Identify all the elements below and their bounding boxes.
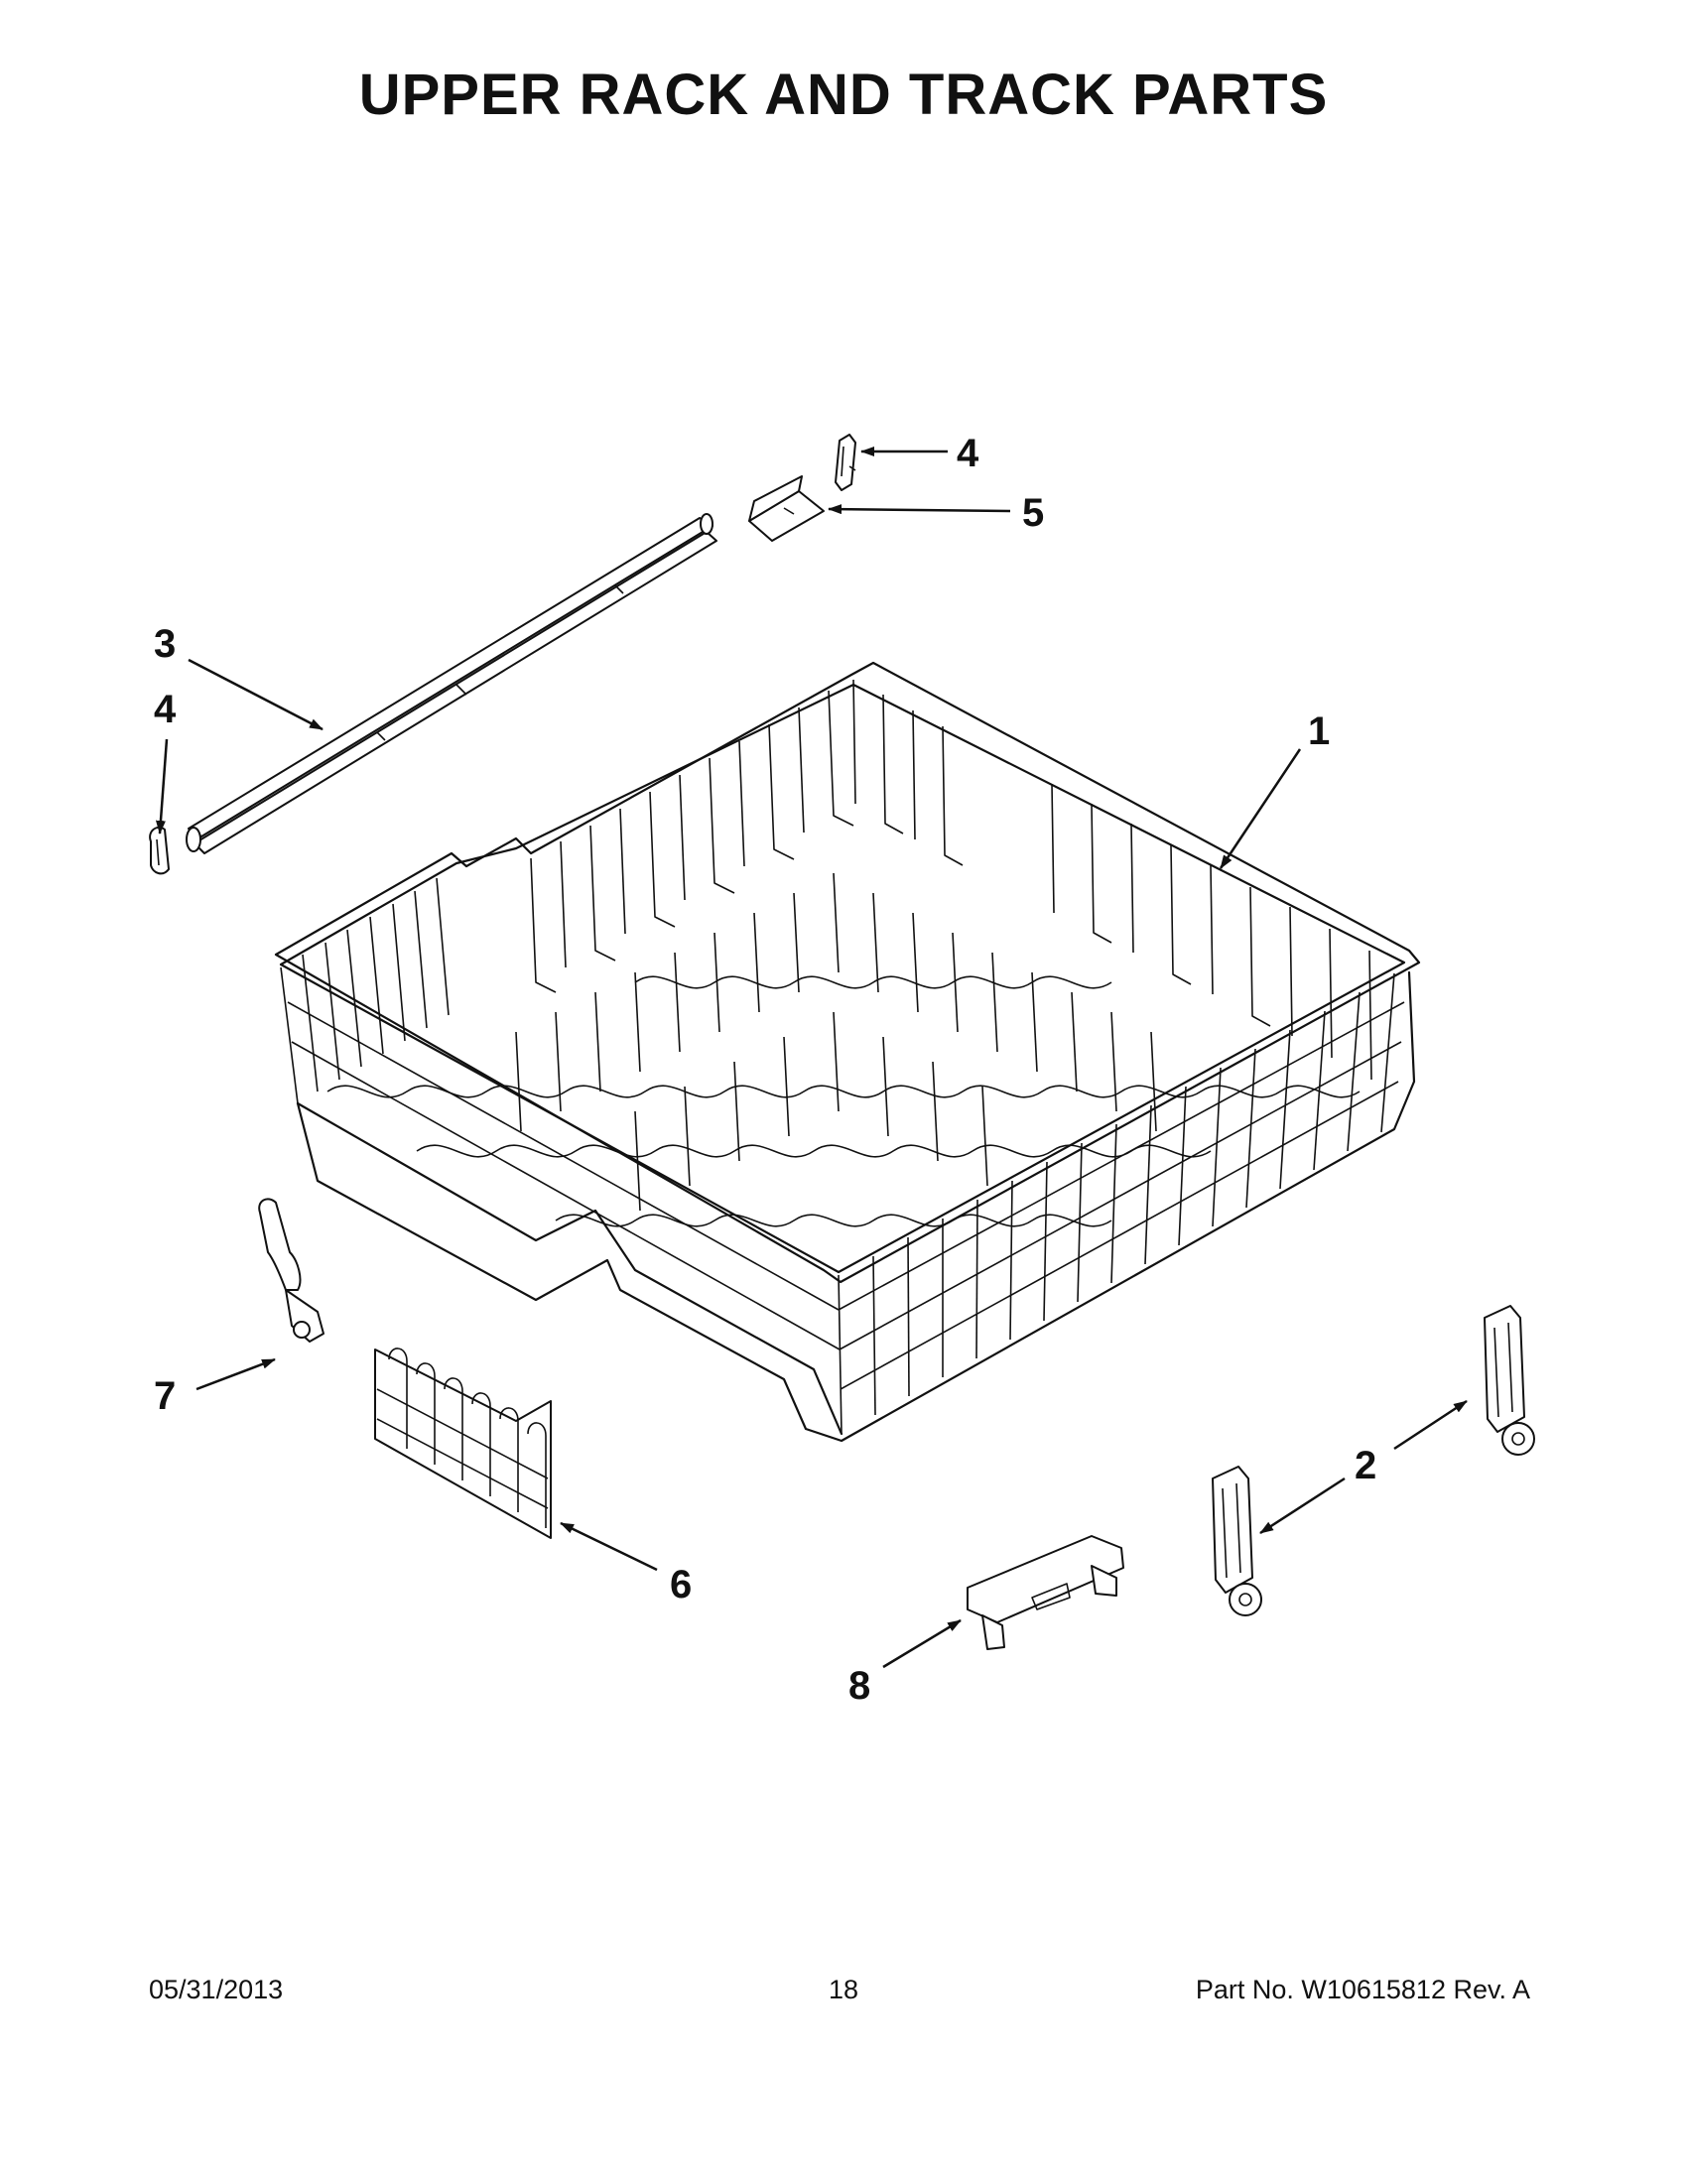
footer-date: 05/31/2013 [149,1975,284,2004]
callout-4-left: 4 [154,688,177,731]
callout-8: 8 [848,1664,870,1708]
dish-rack [274,661,1421,1443]
leader-arrows [155,447,1468,1669]
rack-bracket [967,1535,1124,1650]
callout-5: 5 [1022,491,1044,535]
callout-7: 7 [154,1374,176,1418]
callout-2: 2 [1355,1444,1376,1487]
track-rail [186,513,717,854]
callout-3: 3 [154,622,176,666]
tine-row [374,1348,552,1539]
footer-page-number: 18 [828,1975,859,2004]
end-cap-left [149,826,170,875]
footer-part-number: Part No. W10615812 Rev. A [1195,1975,1530,2004]
callout-6: 6 [670,1563,692,1606]
callout-1: 1 [1308,709,1330,753]
page-title: UPPER RACK AND TRACK PARTS [358,63,1329,127]
rack-clip [258,1198,324,1343]
roller-front [1212,1466,1262,1616]
roller-rear [1484,1305,1535,1456]
track-stop [748,475,825,542]
callout-4-top: 4 [957,432,979,475]
end-cap-top [835,434,856,491]
